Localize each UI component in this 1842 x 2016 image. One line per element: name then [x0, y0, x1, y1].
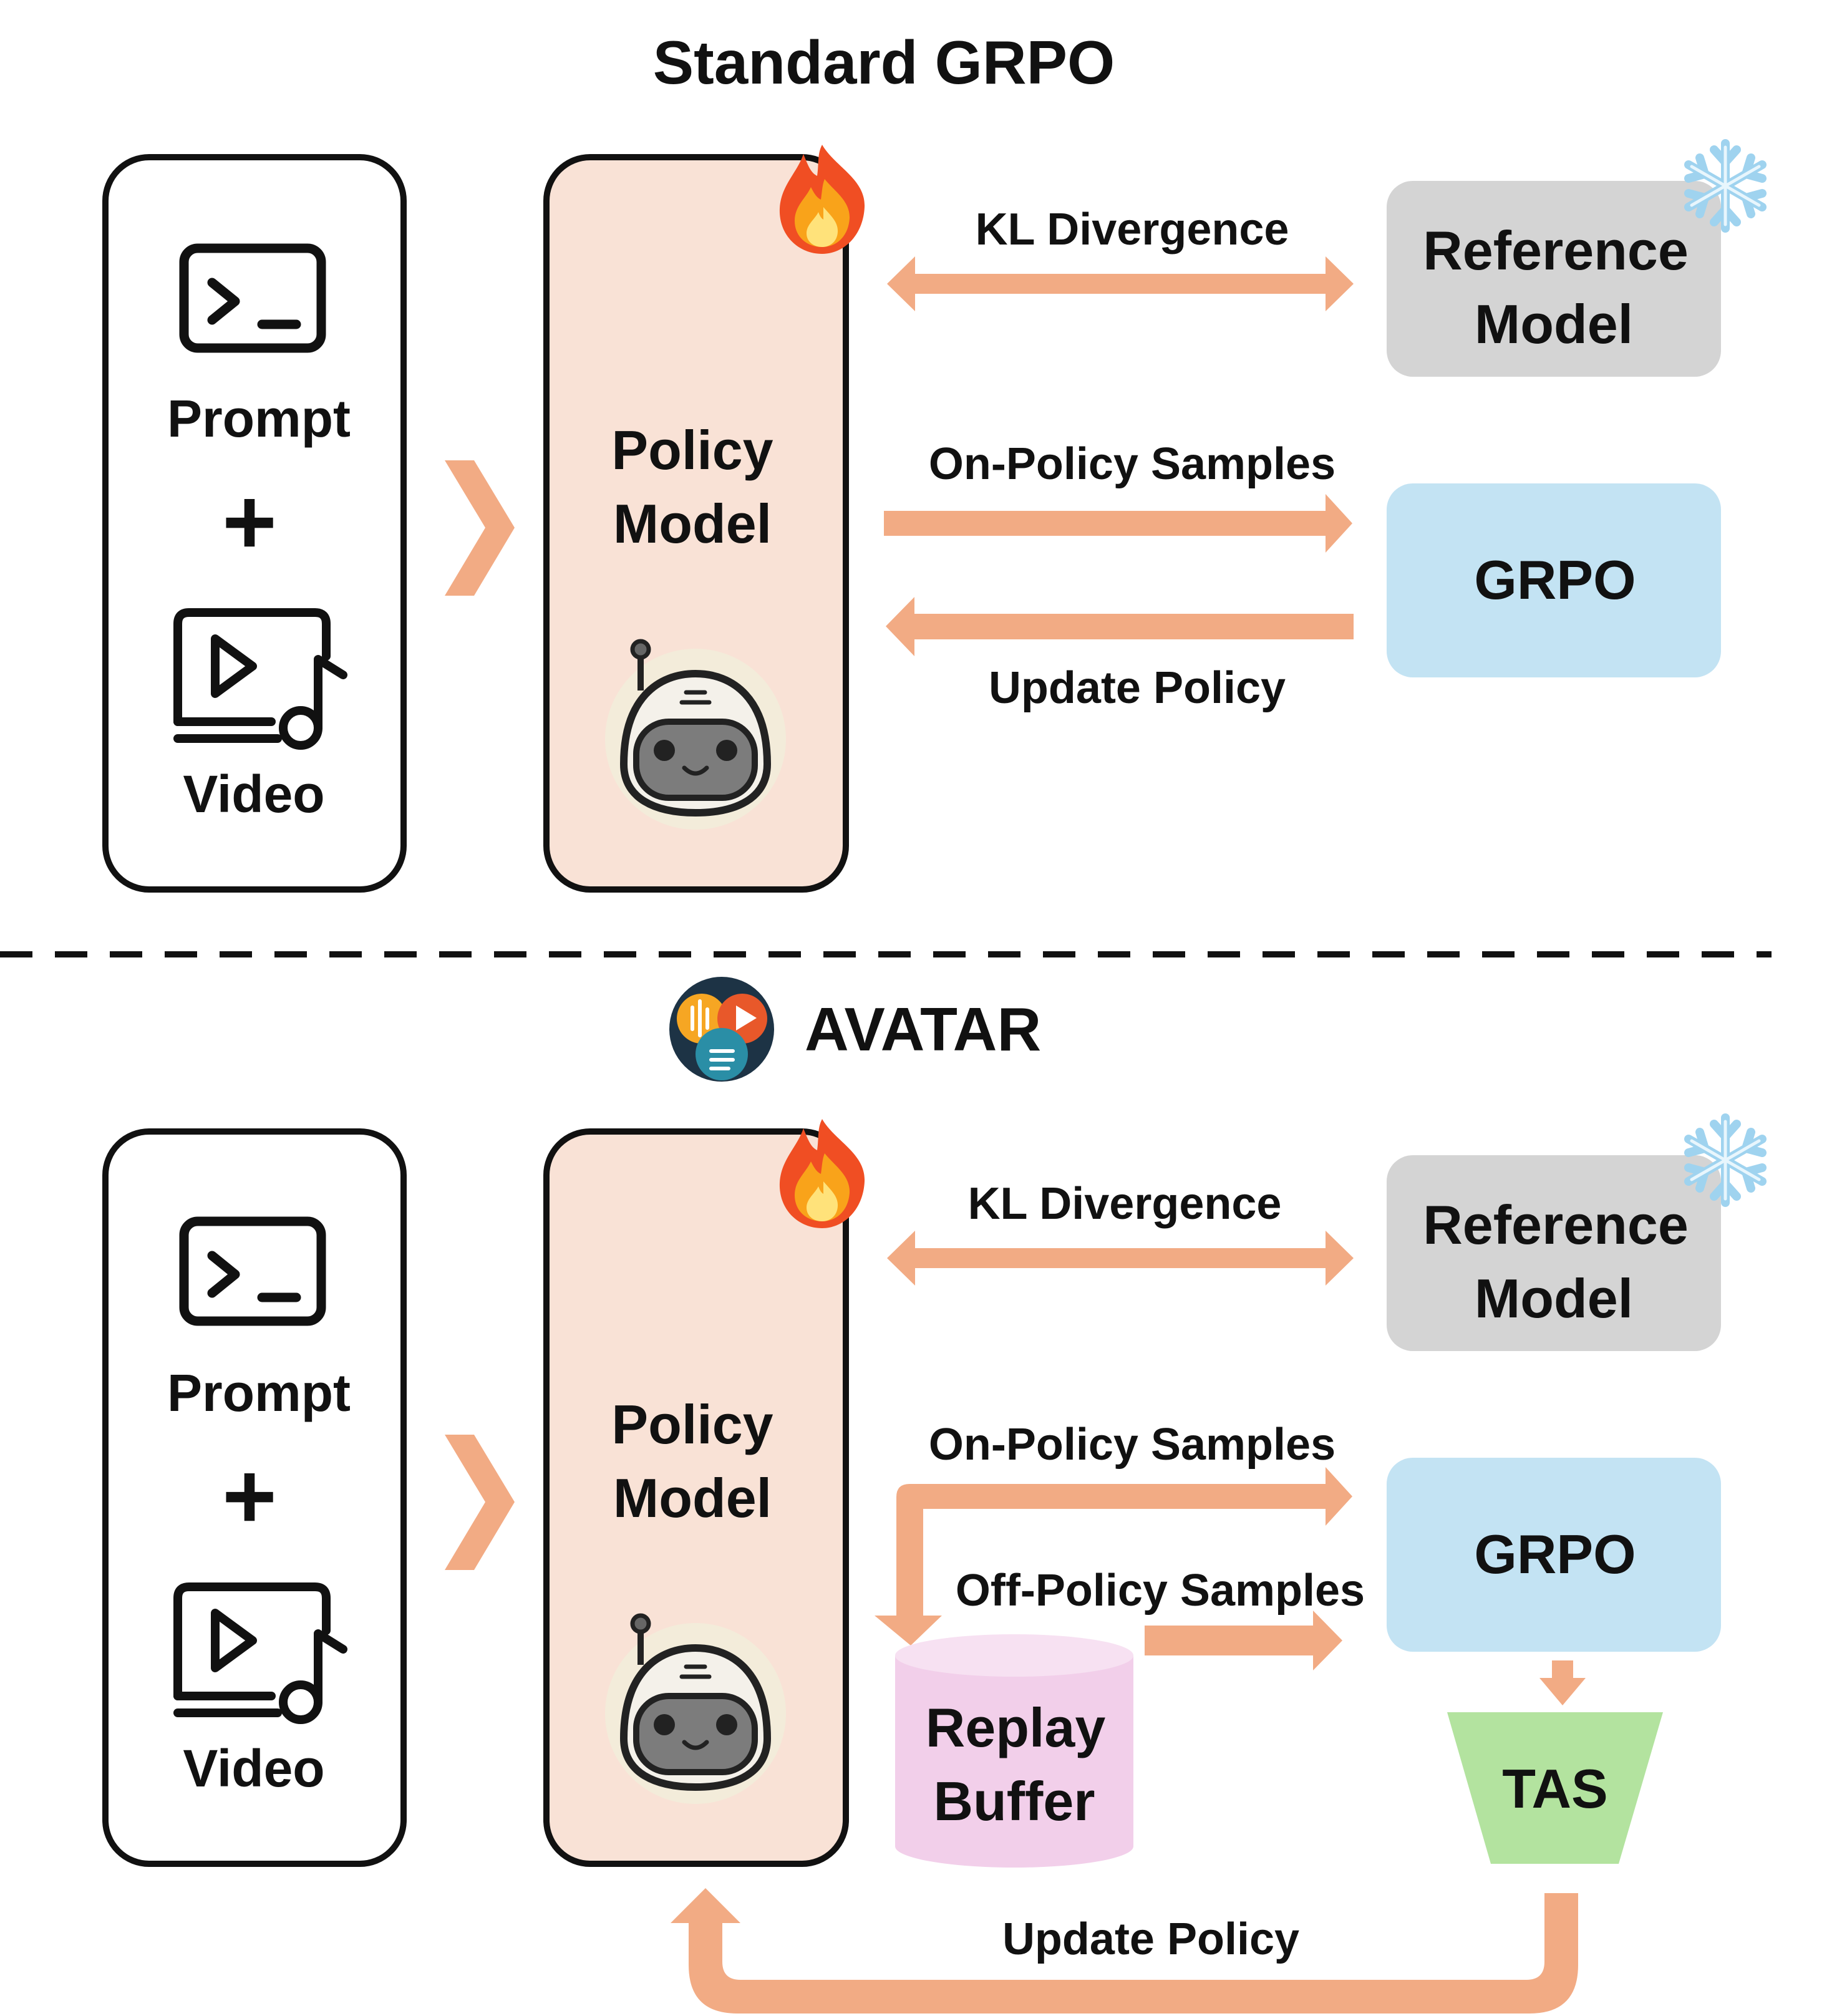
policy-label-line2: Model	[613, 1467, 772, 1529]
standard-update-policy-arrow	[886, 597, 1354, 656]
reference-label-line1: Reference	[1423, 1194, 1689, 1256]
avatar-update-label: Update Policy	[1002, 1914, 1299, 1964]
plus-sign: +	[222, 1443, 277, 1548]
standard-reference-model-box: Reference Model	[1387, 143, 1762, 377]
avatar-kl-label: KL Divergence	[968, 1179, 1282, 1229]
reference-label-line2: Model	[1475, 293, 1633, 355]
standard-kl-double-arrow	[887, 256, 1354, 311]
avatar-input-box: Prompt + Video	[102, 1128, 407, 1867]
policy-label-line1: Policy	[611, 419, 773, 481]
tas-trapezoid: TAS	[1447, 1712, 1663, 1864]
video-label: Video	[183, 765, 324, 823]
video-label: Video	[183, 1739, 324, 1798]
grpo-label: GRPO	[1474, 1523, 1636, 1585]
policy-label-line2: Model	[613, 493, 772, 555]
tas-label: TAS	[1502, 1758, 1607, 1820]
standard-kl-label: KL Divergence	[976, 205, 1289, 254]
avatar-on-policy-arrow	[875, 1467, 1352, 1645]
standard-chevron-arrow	[445, 460, 515, 596]
replay-label-line1: Replay	[926, 1697, 1106, 1758]
standard-on-policy-arrow	[884, 494, 1352, 553]
avatar-off-policy-label: Off-Policy Samples	[956, 1566, 1365, 1616]
standard-grpo-box: GRPO	[1387, 483, 1721, 677]
reference-label-line1: Reference	[1423, 220, 1689, 281]
avatar-logo-icon	[669, 977, 774, 1082]
reference-label-line2: Model	[1475, 1267, 1633, 1329]
avatar-off-policy-arrow	[1145, 1611, 1342, 1670]
standard-title: Standard GRPO	[653, 28, 1115, 97]
replay-label-line2: Buffer	[933, 1770, 1095, 1832]
avatar-reference-model-box: Reference Model	[1387, 1118, 1762, 1351]
avatar-grpo-box: GRPO	[1387, 1458, 1721, 1652]
avatar-title: AVATAR	[805, 995, 1041, 1064]
replay-buffer-cylinder: Replay Buffer	[895, 1634, 1133, 1868]
policy-label-line1: Policy	[611, 1393, 773, 1455]
grpo-label: GRPO	[1474, 549, 1636, 611]
avatar-update-policy-arrow	[671, 1888, 1578, 2014]
avatar-policy-model-box: Policy Model	[543, 1119, 865, 1867]
avatar-on-policy-label: On-Policy Samples	[929, 1420, 1335, 1470]
avatar-chevron-arrow	[445, 1435, 515, 1570]
grpo-to-tas-arrow	[1539, 1660, 1586, 1705]
standard-update-label: Update Policy	[989, 663, 1286, 713]
plus-sign: +	[222, 469, 277, 574]
prompt-label: Prompt	[167, 1364, 351, 1422]
standard-input-box: Prompt + Video	[102, 154, 407, 893]
standard-policy-model-box: Policy Model	[543, 145, 865, 893]
avatar-kl-double-arrow	[887, 1231, 1354, 1286]
prompt-label: Prompt	[167, 389, 351, 448]
standard-on-policy-label: On-Policy Samples	[929, 439, 1335, 489]
